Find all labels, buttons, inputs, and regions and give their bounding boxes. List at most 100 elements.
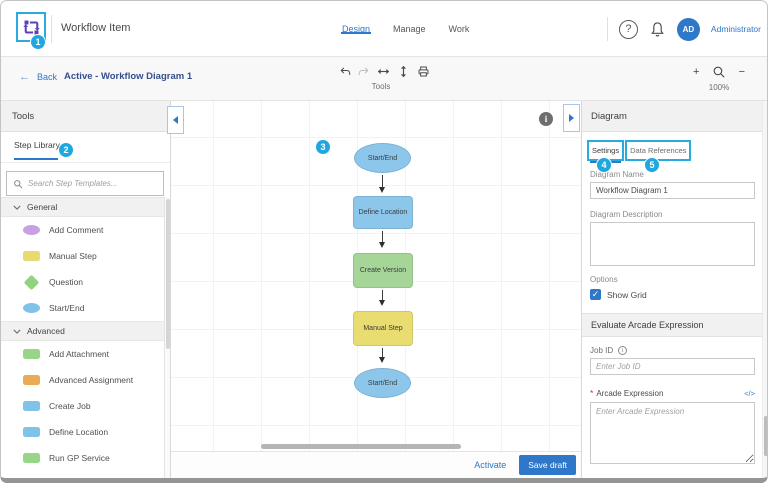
header-actions: AD Administrator bbox=[606, 1, 761, 57]
tab-work[interactable]: Work bbox=[448, 24, 470, 34]
step-template-list: General Add Comment Manual Step Question… bbox=[1, 197, 165, 478]
node-define-location[interactable]: Define Location bbox=[353, 196, 413, 229]
callout-badge-3: 3 bbox=[315, 139, 331, 155]
step-label: Add Attachment bbox=[49, 349, 110, 359]
connector-arrow bbox=[378, 231, 387, 248]
diagram-name-input[interactable] bbox=[590, 182, 755, 199]
show-grid-label: Show Grid bbox=[607, 289, 647, 300]
connector-arrow bbox=[378, 175, 387, 193]
rect-shape-icon bbox=[23, 375, 40, 385]
tab-design[interactable]: Design bbox=[341, 16, 372, 42]
tab-data-references[interactable]: Data References bbox=[625, 140, 692, 161]
required-marker: * bbox=[590, 388, 594, 398]
canvas-horizontal-scrollbar[interactable] bbox=[261, 444, 461, 449]
diagram-canvas[interactable]: 3 Start/End Define Location Create Versi… bbox=[167, 101, 581, 451]
chevron-down-icon bbox=[13, 329, 21, 334]
search-input[interactable] bbox=[28, 179, 157, 188]
step-add-comment[interactable]: Add Comment bbox=[1, 217, 165, 243]
panel-scrollbar[interactable] bbox=[762, 101, 767, 478]
step-library-active-underline bbox=[14, 158, 58, 160]
connector-arrow bbox=[378, 348, 387, 363]
callout-badge-1: 1 bbox=[30, 34, 46, 50]
tab-step-library[interactable]: Step Library bbox=[14, 140, 60, 150]
zoom-out-button[interactable]: − bbox=[738, 66, 745, 78]
print-icon[interactable] bbox=[417, 65, 430, 78]
collapse-left-panel-button[interactable] bbox=[167, 106, 184, 134]
page-title: Workflow Item bbox=[61, 22, 131, 34]
zoom-in-button[interactable]: + bbox=[693, 66, 700, 78]
zoom-group: + − 100% bbox=[693, 65, 745, 93]
step-advanced-assignment[interactable]: Advanced Assignment bbox=[1, 367, 165, 393]
step-label: Add Comment bbox=[49, 225, 104, 235]
callout-badge-5: 5 bbox=[644, 157, 660, 173]
step-question[interactable]: Question bbox=[1, 269, 165, 295]
rect-shape-icon bbox=[23, 453, 40, 463]
header-divider bbox=[51, 15, 52, 43]
header-actions-divider bbox=[606, 17, 608, 41]
connector-arrow bbox=[378, 290, 387, 306]
notifications-bell-icon[interactable] bbox=[649, 21, 666, 38]
sidebar-title: Tools bbox=[1, 101, 170, 132]
diagram-toolbar: ← Back Active - Workflow Diagram 1 bbox=[1, 57, 767, 101]
auto-layout-horizontal-icon[interactable] bbox=[377, 65, 390, 78]
collapse-right-panel-button[interactable] bbox=[563, 104, 580, 132]
node-start-end-bottom[interactable]: Start/End bbox=[354, 368, 411, 398]
chevron-down-icon bbox=[13, 205, 21, 210]
diagram-name-label: Diagram Name bbox=[590, 170, 644, 179]
back-button[interactable]: ← Back bbox=[19, 71, 57, 83]
info-icon[interactable] bbox=[539, 112, 553, 126]
rect-shape-icon bbox=[23, 401, 40, 411]
tab-manage[interactable]: Manage bbox=[393, 24, 426, 34]
section-advanced[interactable]: Advanced bbox=[1, 321, 165, 341]
back-arrow-icon: ← bbox=[19, 71, 30, 83]
auto-layout-vertical-icon[interactable] bbox=[397, 65, 410, 78]
step-create-job[interactable]: Create Job bbox=[1, 393, 165, 419]
help-icon[interactable] bbox=[618, 19, 638, 39]
avatar[interactable]: AD bbox=[676, 17, 700, 41]
rect-shape-icon bbox=[23, 349, 40, 359]
step-label: Question bbox=[49, 277, 84, 287]
arcade-expression-input[interactable] bbox=[590, 402, 755, 464]
section-general[interactable]: General bbox=[1, 197, 165, 217]
triangle-left-icon bbox=[169, 116, 178, 124]
rect-shape-icon bbox=[23, 427, 40, 437]
canvas-footer: Activate Save draft bbox=[171, 451, 581, 478]
diagram-description-input[interactable] bbox=[590, 222, 755, 266]
step-label: Manual Step bbox=[49, 251, 97, 261]
user-name[interactable]: Administrator bbox=[710, 24, 761, 34]
node-start-end-top[interactable]: Start/End bbox=[354, 143, 411, 173]
step-add-attachment[interactable]: Add Attachment bbox=[1, 341, 165, 367]
job-id-input[interactable] bbox=[590, 358, 755, 375]
back-label: Back bbox=[37, 72, 58, 82]
show-grid-checkbox[interactable] bbox=[590, 289, 601, 300]
callout-badge-4: 4 bbox=[596, 157, 612, 173]
ellipse-shape-icon bbox=[23, 303, 40, 313]
save-draft-button[interactable]: Save draft bbox=[519, 455, 576, 475]
node-manual-step[interactable]: Manual Step bbox=[353, 311, 413, 346]
workflow-logo-icon bbox=[22, 18, 41, 37]
step-run-gp-service[interactable]: Run GP Service bbox=[1, 445, 165, 471]
step-define-location[interactable]: Define Location bbox=[1, 419, 165, 445]
ellipse-shape-icon bbox=[23, 225, 40, 235]
job-id-info-icon[interactable] bbox=[618, 346, 628, 355]
node-create-version[interactable]: Create Version bbox=[353, 253, 413, 288]
arcade-expression-label: Arcade Expression bbox=[596, 388, 664, 398]
zoom-level: 100% bbox=[708, 83, 730, 92]
callout-badge-2: 2 bbox=[58, 142, 74, 158]
triangle-right-icon bbox=[569, 114, 578, 122]
magnifier-icon[interactable] bbox=[712, 65, 726, 79]
step-start-end[interactable]: Start/End bbox=[1, 295, 165, 321]
activate-button[interactable]: Activate bbox=[474, 460, 507, 470]
redo-icon[interactable] bbox=[358, 66, 370, 78]
sidebar-scrollbar[interactable] bbox=[164, 197, 170, 478]
undo-icon[interactable] bbox=[339, 66, 351, 78]
options-label: Options bbox=[590, 275, 618, 284]
step-library-tab-row: Step Library 2 bbox=[1, 132, 170, 163]
diagram-panel: Diagram Settings Data References 4 5 Dia… bbox=[581, 101, 767, 478]
code-editor-icon[interactable]: </> bbox=[744, 388, 755, 398]
step-search-box bbox=[6, 171, 164, 196]
step-manual-step[interactable]: Manual Step bbox=[1, 243, 165, 269]
tools-caption: Tools bbox=[371, 82, 391, 91]
job-id-label-row: Job ID bbox=[590, 346, 628, 355]
